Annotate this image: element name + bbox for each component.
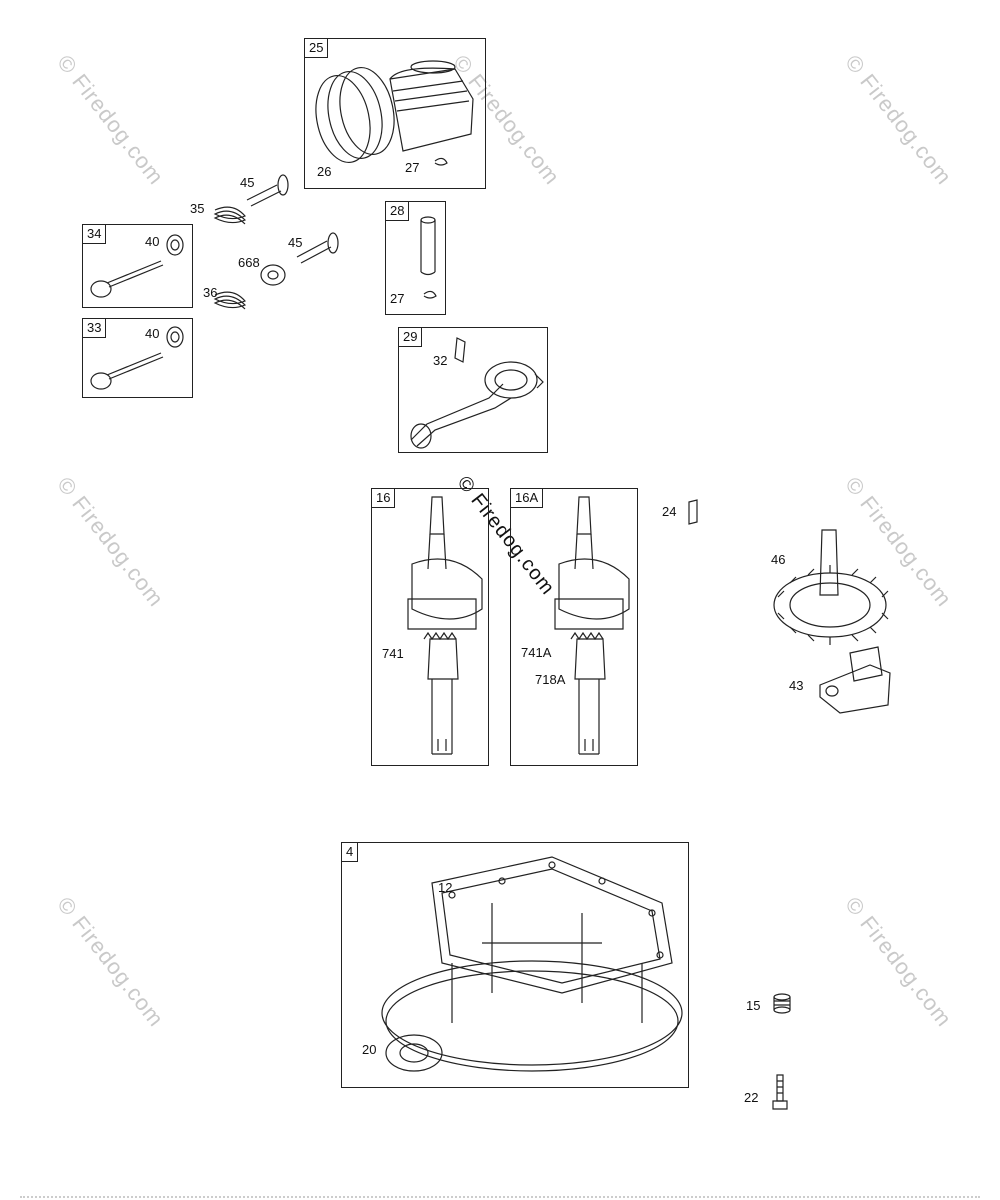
part-box-4-sump: 4 12 20 [341,842,689,1088]
label-45-mid: 45 [288,235,303,250]
label-12: 12 [438,880,453,895]
label-43: 43 [789,678,804,693]
label-32: 32 [433,353,448,368]
footer-divider [20,1196,980,1200]
label-26: 26 [317,164,332,179]
label-741: 741 [382,646,404,661]
part-box-16-crankshaft: 16 741 [371,488,489,766]
box-number-16a: 16A [510,488,544,508]
box-number-28: 28 [385,201,410,221]
label-40-box34: 40 [145,234,160,249]
key-24-drawing [686,499,700,525]
watermark-top-left: © Firedog.com [52,50,170,190]
label-22: 22 [744,1090,759,1105]
bolt-22-drawing [770,1073,790,1113]
box-number-33: 33 [82,318,107,338]
box-number-16: 16 [371,488,396,508]
part-box-16a-crankshaft: 16A 741A 718A [510,488,638,766]
label-35: 35 [190,201,205,216]
label-45-top: 45 [240,175,255,190]
part-box-28-piston-pin: 28 27 [385,201,446,315]
label-27-pin: 27 [390,291,405,306]
part-box-34-valve: 34 40 [82,224,193,308]
label-718a: 718A [535,672,566,687]
watermark-bottom-right: © Firedog.com [840,892,958,1032]
label-36: 36 [203,285,218,300]
camshaft-governor-drawing [770,525,970,725]
connecting-rod-drawing [399,328,549,454]
label-20: 20 [362,1042,377,1057]
piston-rings-drawing [305,39,487,190]
watermark-top-right: © Firedog.com [840,50,958,190]
box-number-34: 34 [82,224,107,244]
label-15: 15 [746,998,761,1013]
piston-pin-drawing [386,202,447,316]
label-46: 46 [771,552,786,567]
box-number-25: 25 [304,38,329,58]
plug-15-drawing [770,992,794,1016]
label-741a: 741A [521,645,552,660]
label-24: 24 [662,504,677,519]
crankshaft-16-drawing [372,489,490,767]
sump-drawing [342,843,690,1089]
box-number-29: 29 [398,327,423,347]
label-27-piston: 27 [405,160,420,175]
part-box-25-piston: 25 26 27 [304,38,486,189]
watermark-mid-left: © Firedog.com [52,472,170,612]
crankshaft-16a-drawing [511,489,639,767]
label-40-box33: 40 [145,326,160,341]
part-box-33-valve: 33 40 [82,318,193,398]
valve-34-drawing [83,225,194,309]
watermark-bottom-left: © Firedog.com [52,892,170,1032]
valve-parts-drawing [195,165,595,315]
part-box-29-connecting-rod: 29 32 [398,327,548,453]
valve-33-drawing [83,319,194,399]
label-668: 668 [238,255,260,270]
box-number-4: 4 [341,842,359,862]
